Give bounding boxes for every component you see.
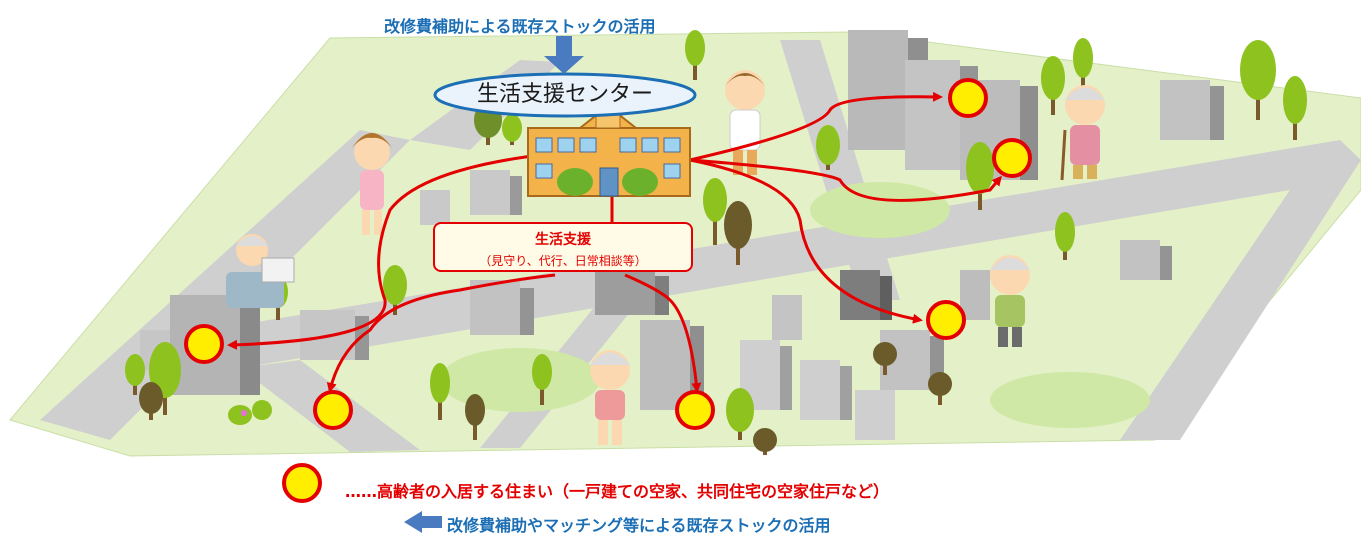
tree-icon xyxy=(1240,40,1276,120)
left-arrow-icon xyxy=(404,511,442,533)
home-markers xyxy=(184,78,1032,503)
person-icon xyxy=(352,133,392,235)
shrub xyxy=(228,405,252,425)
tree-icon xyxy=(1041,56,1065,115)
support-subtitle: （見守り、代行、日常相談等） xyxy=(479,254,647,268)
support-title: 生活支援 xyxy=(535,232,591,248)
home-marker-icon xyxy=(184,324,224,364)
tree-icon xyxy=(1073,38,1093,95)
support-center-building xyxy=(527,104,691,197)
building-icon xyxy=(800,360,852,420)
flower xyxy=(241,410,247,416)
tree-icon xyxy=(465,394,485,440)
support-callout: 生活支援 （見守り、代行、日常相談等） xyxy=(433,222,693,272)
bottom-caption: 改修費補助やマッチング等による既存ストックの活用 xyxy=(447,516,831,535)
tree-icon xyxy=(139,382,163,420)
person-icon xyxy=(590,350,630,445)
tree-icon xyxy=(125,354,145,395)
home-marker-icon xyxy=(926,300,966,340)
tree-icon xyxy=(724,201,752,265)
tree-icon xyxy=(685,30,705,80)
tree-icon xyxy=(149,342,181,415)
legend-marker-icon xyxy=(282,463,322,503)
person-icon xyxy=(725,70,765,175)
tree-icon xyxy=(1283,76,1307,140)
tree-icon xyxy=(430,363,450,420)
tree-icon xyxy=(703,178,727,245)
center-label-oval xyxy=(433,72,697,118)
building-icon xyxy=(1160,80,1224,140)
support-arrow xyxy=(689,91,943,162)
support-arrow xyxy=(624,273,702,393)
person-icon xyxy=(990,255,1030,347)
support-arrow xyxy=(227,153,541,350)
building-icon xyxy=(855,390,895,440)
lawn-patches xyxy=(440,182,1150,428)
legend-text: ……高齢者の入居する住まい（一戸建ての空家、共同住宅の空家住戸など） xyxy=(345,482,890,501)
people xyxy=(226,70,1105,445)
building-icon xyxy=(960,270,990,320)
support-arrow xyxy=(689,158,923,324)
tree-icon xyxy=(966,142,994,210)
shrub xyxy=(252,400,272,420)
support-arrow xyxy=(689,158,1002,202)
support-arrow xyxy=(326,273,556,393)
person-icon xyxy=(226,234,295,308)
tree-icon xyxy=(816,125,840,170)
tree-icon xyxy=(1055,212,1075,260)
tree-icon xyxy=(532,354,552,405)
tree-icon xyxy=(726,388,754,440)
top-caption: 改修費補助による既存ストックの活用 xyxy=(384,17,656,36)
tree-icon xyxy=(383,265,407,315)
tree-icon xyxy=(928,372,952,405)
tree-icon xyxy=(753,428,777,455)
building-icon xyxy=(772,295,802,340)
building-icon xyxy=(595,270,669,315)
building-icon xyxy=(1120,240,1172,280)
building-icon xyxy=(420,190,450,225)
tree-icon xyxy=(873,342,897,375)
building-icon xyxy=(840,270,892,320)
home-marker-icon xyxy=(313,390,353,430)
support-arrows xyxy=(227,91,1002,393)
down-arrow-icon xyxy=(544,36,584,74)
home-marker-icon xyxy=(675,390,715,430)
person-icon xyxy=(1060,85,1105,181)
building-icon xyxy=(640,320,704,410)
building-icon xyxy=(470,280,534,335)
tree-icon xyxy=(502,114,522,145)
home-marker-icon xyxy=(948,78,988,118)
home-marker-icon xyxy=(992,138,1032,178)
support-center-label: 生活支援センター xyxy=(476,82,653,107)
building-icon xyxy=(470,170,522,215)
